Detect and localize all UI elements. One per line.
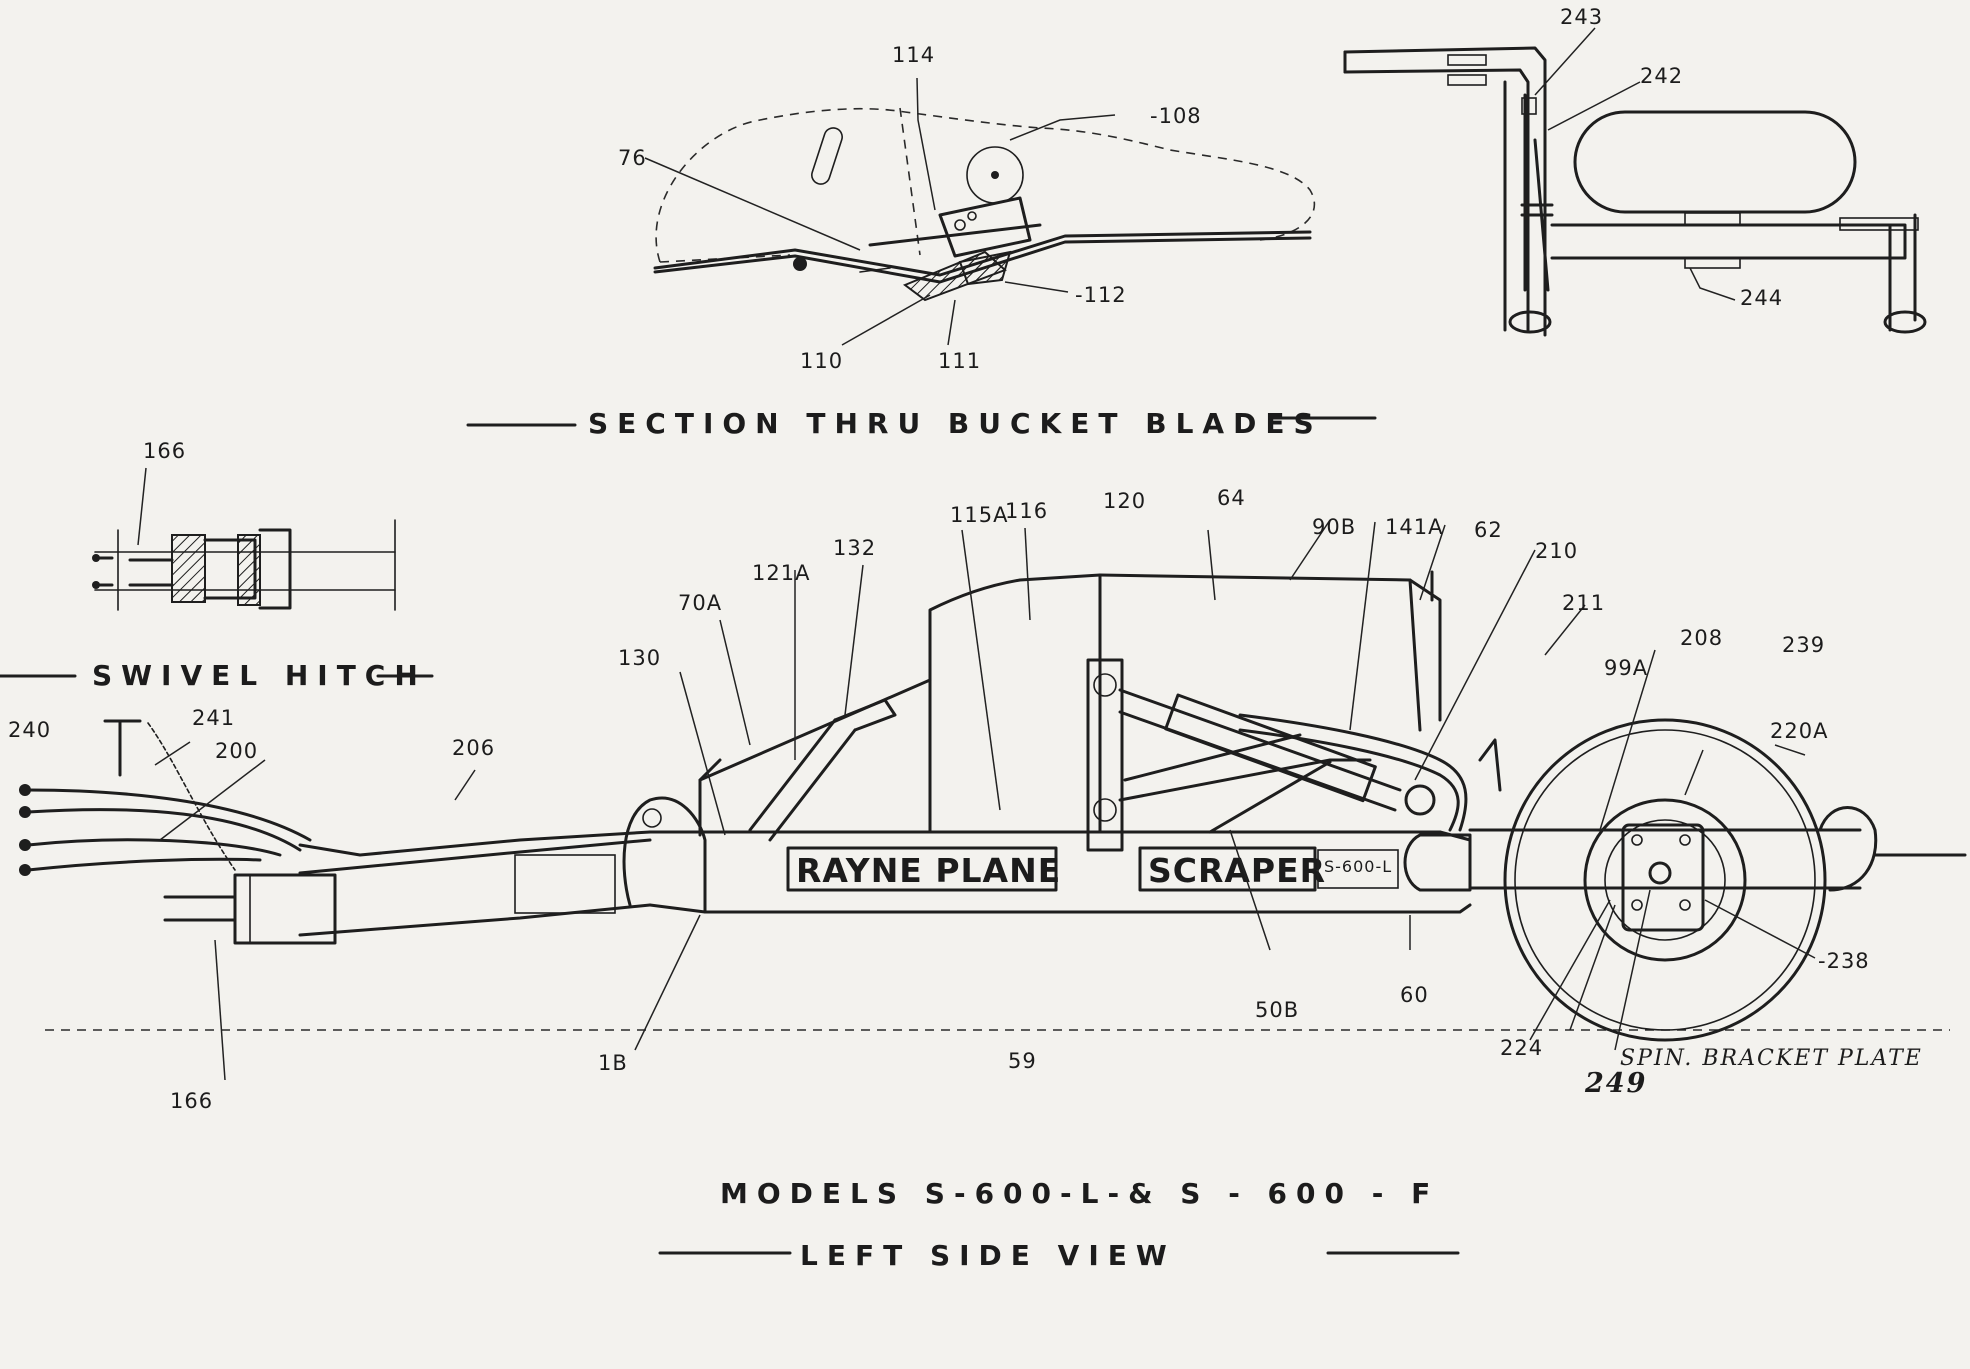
callout-70A: 70A	[678, 591, 722, 615]
callout-1B: 1B	[598, 1051, 628, 1075]
axle-top-detail: 243 242 244	[1343, 5, 1927, 337]
callout-166-bottom: 166	[170, 1089, 213, 1113]
callout-112: -112	[1075, 283, 1127, 307]
wheel	[1503, 718, 1827, 1042]
callout-62: 62	[1474, 518, 1503, 542]
model-caption: MODELS S-600-L-& S - 600 - F LEFT SIDE V…	[658, 1177, 1460, 1272]
callout-60: 60	[1400, 983, 1429, 1007]
callout-115A: 115A	[950, 503, 1008, 527]
plate-left-text: RAYNE PLANE	[796, 851, 1061, 890]
section-caption-text: SECTION THRU BUCKET BLADES	[588, 407, 1323, 440]
callout-240: 240	[8, 718, 51, 742]
callout-76: 76	[618, 146, 647, 170]
callout-238: -238	[1818, 949, 1870, 973]
hydraulic-hoses	[19, 719, 312, 876]
main-frame	[622, 570, 1967, 914]
tongue	[163, 830, 652, 945]
view-caption-text: LEFT SIDE VIEW	[800, 1239, 1176, 1272]
callout-130: 130	[618, 646, 661, 670]
callout-249: 249	[1584, 1068, 1647, 1099]
callout-99A: 99A	[1604, 656, 1648, 680]
callout-59: 59	[1008, 1049, 1037, 1073]
bucket-blade-section: 114 -108 76 -112 110 111	[618, 43, 1316, 373]
callout-166-top: 166	[143, 439, 186, 463]
callout-50B: 50B	[1255, 998, 1299, 1022]
callout-121A: 121A	[752, 561, 810, 585]
swivel-hitch-detail: 166	[92, 439, 396, 611]
plate-model-tag: S-600-L	[1324, 857, 1392, 876]
callout-111: 111	[938, 349, 981, 373]
callout-64: 64	[1217, 486, 1246, 510]
name-plate: RAYNE PLANE SCRAPER S-600-L	[786, 846, 1399, 892]
callout-241: 241	[192, 706, 235, 730]
callout-110: 110	[800, 349, 843, 373]
models-caption-text: MODELS S-600-L-& S - 600 - F	[720, 1177, 1439, 1210]
callout-120: 120	[1103, 489, 1146, 513]
callout-141A: 141A	[1385, 515, 1443, 539]
plate-right-text: SCRAPER	[1148, 851, 1326, 890]
hitch-caption: SWIVEL HITCH	[0, 659, 434, 692]
callout-114: 114	[892, 43, 935, 67]
callout-206: 206	[452, 736, 495, 760]
callout-108: -108	[1150, 104, 1202, 128]
callout-208: 208	[1680, 626, 1723, 650]
callout-90B: 90B	[1312, 515, 1356, 539]
callout-211: 211	[1562, 591, 1605, 615]
callout-210: 210	[1535, 539, 1578, 563]
callout-224: 224	[1500, 1036, 1543, 1060]
callout-220A: 220A	[1770, 719, 1828, 743]
scraper-side-view: RAYNE PLANE SCRAPER S-600-L	[8, 486, 1967, 1113]
callout-239: 239	[1782, 633, 1825, 657]
callout-242: 242	[1640, 64, 1683, 88]
callout-132: 132	[833, 536, 876, 560]
callout-200: 200	[215, 739, 258, 763]
callout-244: 244	[1740, 286, 1783, 310]
handwritten-note: SPIN. BRACKET PLATE	[1620, 1046, 1923, 1071]
leader-lines	[154, 519, 1816, 1081]
section-caption: SECTION THRU BUCKET BLADES	[466, 407, 1377, 440]
callout-243: 243	[1560, 5, 1603, 29]
callout-116: 116	[1005, 499, 1048, 523]
hitch-caption-text: SWIVEL HITCH	[92, 659, 427, 692]
